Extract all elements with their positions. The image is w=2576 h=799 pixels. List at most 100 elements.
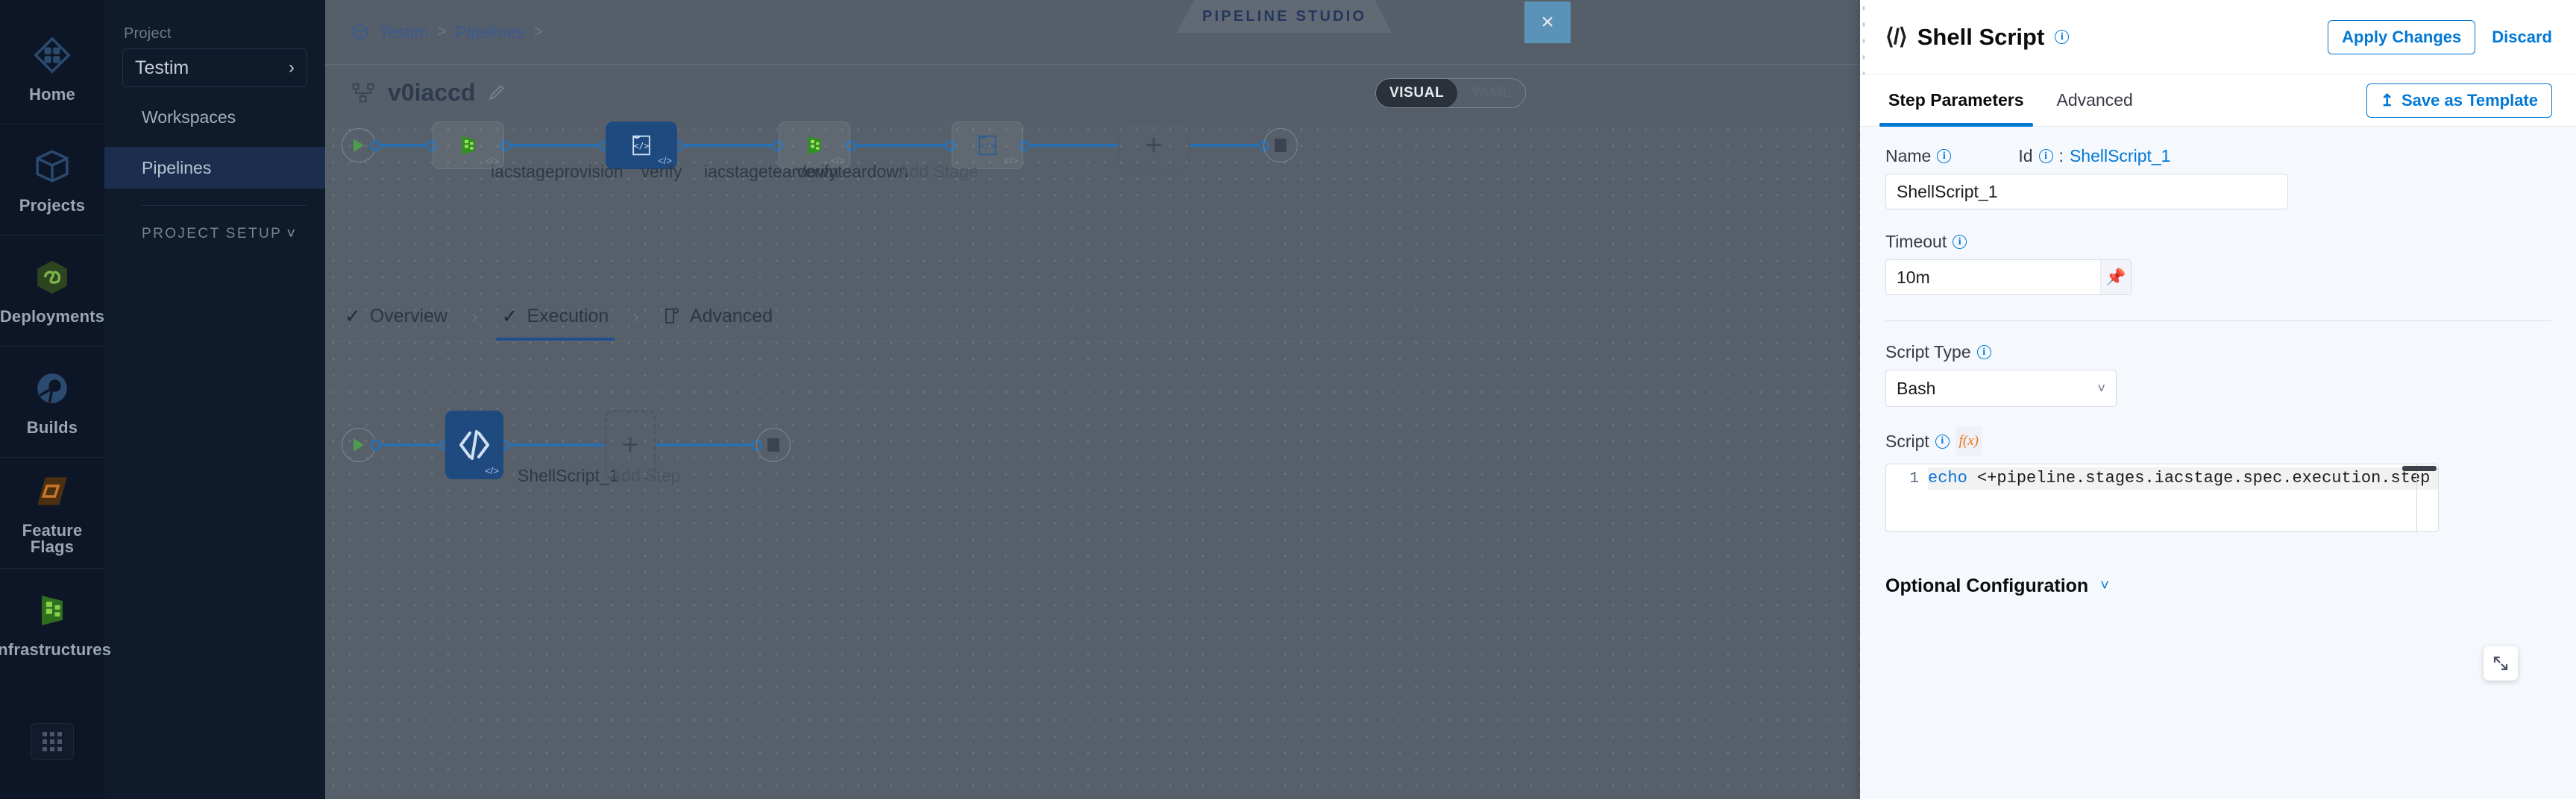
rail-divider bbox=[0, 457, 104, 458]
script-code-line[interactable]: echo <+pipeline.stages.iacstage.spec.exe… bbox=[1928, 467, 2438, 490]
stage-label-verifyteardown: verifyteardown bbox=[797, 162, 908, 181]
stage-tab-strip: ✓ Overview › ✓ Execution › Advanced bbox=[325, 291, 1593, 341]
info-icon[interactable]: i bbox=[1976, 345, 1991, 359]
name-field-label: Name i bbox=[1885, 146, 1952, 166]
info-icon[interactable]: i bbox=[1953, 235, 1967, 249]
mode-yaml-button[interactable]: YAML bbox=[1471, 85, 1512, 101]
rail-divider bbox=[0, 235, 104, 236]
code-keyword: echo bbox=[1928, 469, 1967, 487]
stage-node-verifyteardown[interactable]: </> </> bbox=[952, 121, 1023, 169]
pencil-icon[interactable] bbox=[487, 83, 506, 103]
project-selector[interactable]: Testim › bbox=[122, 48, 307, 87]
breadcrumb-separator: > bbox=[437, 23, 447, 40]
optional-configuration-toggle[interactable]: Optional Configuration ˅ bbox=[1885, 575, 2551, 597]
rail-item-deployments[interactable]: Deployments bbox=[0, 236, 104, 346]
rail-item-builds[interactable]: Builds bbox=[0, 347, 104, 457]
chevron-down-icon: ˅ bbox=[286, 225, 295, 242]
save-as-template-button[interactable]: ↥ Save as Template bbox=[2366, 83, 2552, 118]
sidebar-item-workspaces[interactable]: Workspaces bbox=[104, 96, 325, 138]
advanced-gear-icon bbox=[665, 308, 679, 323]
rail-item-label: Builds bbox=[26, 418, 78, 437]
drawer-title: Shell Script bbox=[1917, 23, 2045, 50]
rail-item-label: Home bbox=[29, 85, 75, 104]
stage-graph-end-node[interactable] bbox=[1263, 128, 1298, 162]
add-step-button[interactable]: + bbox=[605, 411, 656, 479]
line-number: 1 bbox=[1909, 470, 1919, 487]
expression-fx-button[interactable]: f(x) bbox=[1955, 426, 1982, 456]
id-label-text: Id bbox=[2018, 146, 2033, 165]
mode-visual-button[interactable]: VISUAL bbox=[1376, 79, 1458, 107]
build-circle-icon bbox=[37, 373, 67, 403]
stage-node-iacstageteardown[interactable]: </> bbox=[779, 121, 850, 169]
info-icon[interactable]: i bbox=[2055, 30, 2070, 44]
rail-item-infrastructures[interactable]: Infrastructures bbox=[0, 569, 111, 679]
name-id-row: Name i Id i : ShellScript_1 bbox=[1885, 146, 2551, 166]
cube-icon bbox=[36, 150, 69, 183]
grid-apps-icon bbox=[43, 732, 62, 751]
timeout-field-label: Timeout i bbox=[1885, 232, 2551, 252]
drawer-header-actions: Apply Changes Discard bbox=[2328, 19, 2552, 54]
cube-icon bbox=[352, 24, 368, 40]
rail-item-home[interactable]: Home bbox=[0, 13, 104, 124]
id-value[interactable]: ShellScript_1 bbox=[2069, 146, 2171, 165]
breadcrumb-item-pipelines[interactable]: Pipelines bbox=[455, 22, 526, 42]
nav-divider bbox=[142, 205, 306, 206]
port bbox=[1019, 139, 1030, 151]
breadcrumb: Testim > Pipelines > bbox=[325, 22, 543, 42]
sidebar-item-pipelines[interactable]: Pipelines bbox=[104, 147, 325, 189]
script-label-text: Script bbox=[1885, 431, 1929, 451]
info-icon[interactable]: i bbox=[2038, 149, 2053, 163]
expand-icon[interactable] bbox=[2484, 646, 2518, 680]
code-icon: </> bbox=[485, 155, 499, 166]
step-label-shellscript-1: ShellScript_1 bbox=[518, 466, 619, 485]
connector bbox=[381, 144, 426, 147]
tab-label: Advanced bbox=[689, 305, 773, 326]
code-icon: </> bbox=[658, 155, 672, 166]
editor-horizontal-scrollbar[interactable] bbox=[2402, 466, 2437, 471]
discard-button[interactable]: Discard bbox=[2492, 27, 2552, 46]
view-mode-toggle[interactable]: VISUAL YAML bbox=[1375, 78, 1526, 108]
rail-divider bbox=[0, 568, 104, 569]
project-setup-section[interactable]: PROJECT SETUP ˅ bbox=[104, 213, 325, 255]
pin-icon[interactable]: 📌 bbox=[2100, 259, 2132, 295]
port bbox=[500, 139, 511, 151]
step-graph: </> + bbox=[342, 411, 791, 479]
tab-overview[interactable]: ✓ Overview bbox=[325, 291, 467, 341]
editor-line: 1 echo <+pipeline.stages.iacstage.spec.e… bbox=[1886, 464, 2438, 490]
connector bbox=[684, 144, 772, 147]
script-type-select[interactable]: Bash ˅ bbox=[1885, 370, 2117, 407]
plus-icon: + bbox=[621, 429, 639, 461]
info-icon[interactable]: i bbox=[1937, 149, 1952, 163]
breadcrumb-item-project[interactable]: Testim bbox=[379, 22, 429, 42]
tab-advanced[interactable]: Advanced bbox=[644, 291, 792, 341]
script-editor[interactable]: 1 echo <+pipeline.stages.iacstage.spec.e… bbox=[1885, 464, 2439, 532]
tab-separator: › bbox=[471, 304, 478, 327]
rail-item-label: Deployments bbox=[0, 307, 105, 326]
stage-node-verify[interactable]: </> </> bbox=[606, 121, 677, 169]
tab-step-parameters[interactable]: Step Parameters bbox=[1879, 75, 2033, 127]
apps-grid-button[interactable] bbox=[31, 723, 74, 760]
project-setup-label: PROJECT SETUP bbox=[142, 226, 283, 241]
info-icon[interactable]: i bbox=[1935, 434, 1950, 449]
rail-item-projects[interactable]: Projects bbox=[0, 124, 104, 235]
tab-execution[interactable]: ✓ Execution bbox=[483, 291, 629, 341]
drawer-tab-strip: Step Parameters Advanced ↥ Save as Templ… bbox=[1860, 75, 2576, 127]
step-node-shellscript-1[interactable]: </> bbox=[445, 411, 503, 479]
tab-advanced[interactable]: Advanced bbox=[2056, 90, 2133, 110]
pipeline-name: v0iaccd bbox=[388, 79, 476, 106]
rail-item-feature-flags[interactable]: Feature Flags bbox=[0, 458, 104, 568]
add-stage-button[interactable]: + bbox=[1118, 121, 1190, 169]
timeout-input[interactable]: 10m bbox=[1885, 259, 2101, 295]
step-graph-end-node[interactable] bbox=[756, 428, 791, 462]
name-input[interactable]: ShellScript_1 bbox=[1885, 174, 2288, 209]
connector bbox=[1190, 144, 1258, 147]
close-icon[interactable]: × bbox=[1524, 1, 1571, 43]
step-config-drawer: ⟨/⟩ Shell Script i Apply Changes Discard… bbox=[1860, 0, 2576, 799]
connector bbox=[511, 144, 599, 147]
infrastructure-icon bbox=[42, 596, 63, 625]
infrastructure-icon bbox=[808, 136, 821, 155]
apply-changes-button[interactable]: Apply Changes bbox=[2328, 19, 2476, 54]
stage-graph: </> </> </> bbox=[342, 121, 1298, 169]
stage-node-iacstageprovision[interactable]: </> bbox=[433, 121, 504, 169]
rail-item-label: Feature Flags bbox=[22, 521, 83, 556]
